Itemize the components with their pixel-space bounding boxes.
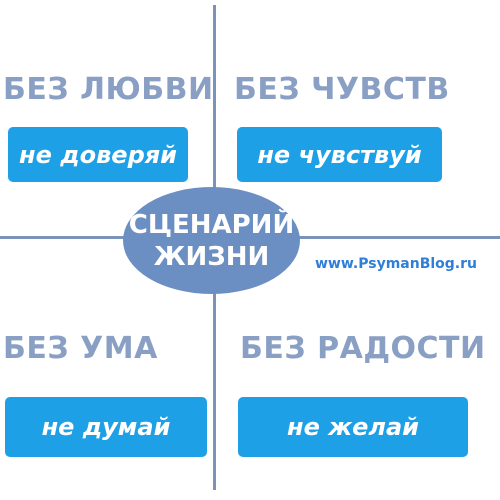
label-ne-dumay-text: не думай [41,413,171,441]
label-ne-doveryay-text: не доверяй [19,140,177,169]
label-ne-dumay: не думай [5,397,207,457]
label-ne-chuvstvuy-text: не чувствуй [257,140,422,169]
label-ne-doveryay: не доверяй [8,127,188,182]
label-ne-chuvstvuy: не чувствуй [237,127,442,182]
heading-bez-lyubvi: БЕЗ ЛЮБВИ [3,72,214,107]
center-title-line1: СЦЕНАРИЙ [128,209,295,240]
label-ne-zhelay: не желай [238,397,468,457]
center-ellipse: СЦЕНАРИЙ ЖИЗНИ [123,187,300,294]
heading-bez-radosti: БЕЗ РАДОСТИ [240,331,486,366]
center-title-line2: ЖИЗНИ [153,241,270,272]
heading-bez-uma: БЕЗ УМА [3,331,158,366]
label-ne-zhelay-text: не желай [287,413,419,441]
watermark-link[interactable]: www.PsymanBlog.ru [315,256,477,272]
heading-bez-chuvstv: БЕЗ ЧУВСТВ [234,72,450,107]
